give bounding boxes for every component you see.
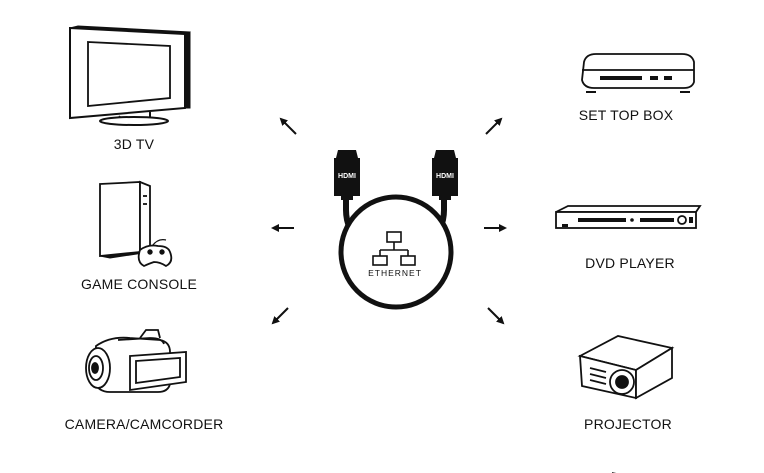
ethernet-label: ETHERNET: [368, 268, 422, 278]
camcorder-icon: [85, 329, 187, 393]
arrow-to-settop: [485, 117, 503, 135]
left-plug-label: HDMI: [338, 173, 356, 180]
arrow-to-camera: [271, 307, 289, 325]
projector-icon: [577, 335, 675, 473]
ethernet-icon: [372, 231, 416, 266]
game-console-icon: [99, 180, 173, 268]
hdmi-cable-icon: HDMI HDMI: [334, 150, 458, 310]
dvd-label: DVD PLAYER: [585, 255, 675, 271]
set-top-box-icon: [581, 53, 695, 93]
dvd-player-icon: [555, 205, 702, 229]
settop-label: SET TOP BOX: [578, 107, 674, 123]
tv-label: 3D TV: [113, 136, 155, 152]
camera-label: CAMERA/CAMCORDER: [64, 416, 224, 432]
3d-tv-icon: [69, 25, 191, 126]
arrow-to-projector: [487, 307, 505, 325]
projector-label: PROJECTOR: [584, 416, 672, 432]
arrow-to-tv: [279, 117, 297, 135]
console-label: GAME CONSOLE: [81, 276, 197, 292]
right-plug-label: HDMI: [436, 173, 454, 180]
